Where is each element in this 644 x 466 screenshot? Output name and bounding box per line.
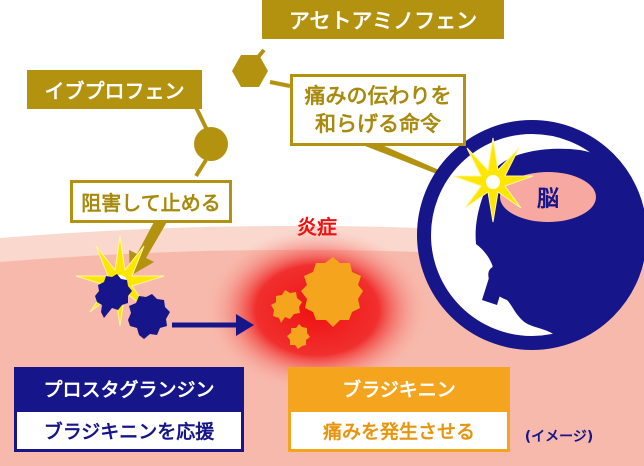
- acetaminophen-action-box: 痛みの伝わりを 和らげる命令: [290, 74, 466, 146]
- ibuprofen-label: イブプロフェン: [27, 70, 202, 109]
- hexagon-to-command-line: [269, 80, 291, 88]
- prostaglandin-to-bradykinin-arrowhead: [236, 314, 254, 336]
- prostaglandin-role-box: ブラジキニンを応援: [14, 409, 244, 452]
- bradykinin-role-box: 痛みを発生させる: [288, 409, 510, 452]
- acetaminophen-label: アセトアミノフェン: [262, 0, 504, 39]
- bradykinin-molecule-large: [301, 257, 363, 327]
- inflammation-label: 炎症: [297, 214, 337, 239]
- prostaglandin-molecule-left: [95, 274, 132, 318]
- prostaglandin-molecule-right: [128, 294, 170, 339]
- image-note: (イメージ): [524, 429, 594, 445]
- bradykinin-label: ブラジキニン: [288, 367, 510, 409]
- block-to-prostaglandin-arrow: [129, 220, 168, 276]
- brain-pain-flash: [452, 137, 534, 223]
- acetaminophen-action-line1: 痛みの伝わりを: [304, 84, 452, 108]
- bradykinin-molecule-medium: [271, 290, 302, 323]
- acetaminophen-action-line2: 和らげる命令: [315, 112, 441, 136]
- acetaminophen-hexagon-icon: [232, 55, 268, 87]
- ibuprofen-stem: [194, 158, 208, 178]
- hand-on-head: [482, 205, 526, 305]
- brain-label: 脳: [536, 187, 559, 212]
- prostaglandin-label: プロスタグランジン: [14, 367, 244, 409]
- ibuprofen-circle-icon: [194, 127, 228, 161]
- bradykinin-molecule-small: [287, 324, 310, 349]
- brain-shape: [500, 172, 596, 222]
- ibuprofen-action-box: 阻害して止める: [70, 180, 232, 223]
